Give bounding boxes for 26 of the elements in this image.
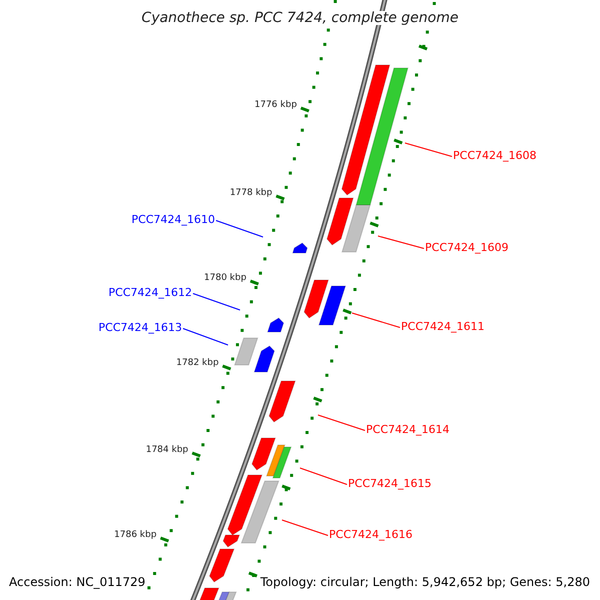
gene-label: PCC7424_1616 <box>329 529 412 540</box>
leader-line <box>300 468 348 485</box>
footer-note: Accession: NC_011729 <box>9 576 146 588</box>
leader-line <box>182 328 228 346</box>
tick-label: 1780 kbp <box>204 274 246 283</box>
gene-label: PCC7424_1610 <box>132 214 215 225</box>
gene-label: PCC7424_1608 <box>453 150 536 161</box>
leader-line <box>216 220 264 238</box>
leader-line <box>282 520 328 536</box>
leader-line <box>378 236 424 249</box>
tick-label: 1782 kbp <box>176 359 219 368</box>
tick-label: 1786 kbp <box>114 531 157 540</box>
tick-label: 1778 kbp <box>230 189 272 198</box>
leader-line <box>192 293 240 310</box>
gene-label: PCC7424_1611 <box>401 321 484 332</box>
tick-label: 1776 kbp <box>254 101 297 110</box>
leader-line <box>352 312 400 328</box>
gene-label: PCC7424_1613 <box>98 322 182 333</box>
footer-note: Topology: circular; Length: 5,942,652 bp; Genes: 5,280 <box>260 576 590 588</box>
gene-label: PCC7424_1609 <box>425 242 508 253</box>
gene-label: PCC7424_1612 <box>108 287 192 298</box>
gene-label: PCC7424_1614 <box>366 424 450 435</box>
tick-label: 1784 kbp <box>146 446 188 455</box>
leader-line <box>404 142 452 157</box>
gene-label: PCC7424_1615 <box>348 478 432 489</box>
leader-line <box>318 414 366 431</box>
